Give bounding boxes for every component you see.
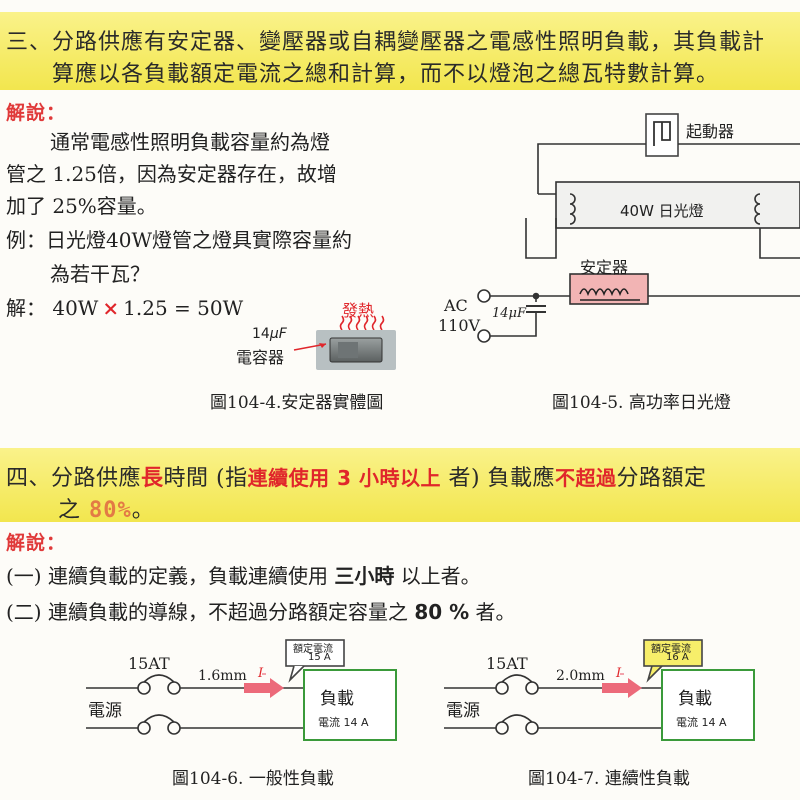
- capacitor-pointer: [293, 343, 327, 351]
- fig6-current-symbol: I: [258, 666, 264, 681]
- fig7-caption: 圖104-7. 連續性負載: [528, 769, 690, 789]
- solution-line: 解： 40W×1.25 = 50W: [6, 292, 243, 321]
- explain-label-3: 解說：: [6, 102, 67, 124]
- section3-banner: [0, 12, 800, 90]
- capacitor-value: 14μF: [252, 326, 287, 342]
- example-line-b: 為若干瓦？: [50, 262, 150, 286]
- solution-a: 40W: [52, 296, 99, 320]
- fig7-load-label: 負載: [678, 689, 712, 709]
- capacitor-label: 電容器: [236, 348, 285, 367]
- section3-line1: 三、分路供應有安定器、變壓器或自耦變壓器之電感性照明負載，其負載計: [6, 30, 766, 55]
- fig6-breaker-label: 15AT: [128, 654, 170, 673]
- fig7-wire-label: 2.0mm: [556, 668, 605, 684]
- fig5-cap-label: 14μF: [492, 306, 527, 321]
- fig6-source-label: 電源: [88, 701, 122, 721]
- explain4-item2: (二) 連續負載的導線，不超過分路額定容量之 80 % 者。: [6, 600, 516, 624]
- explain4-item1: (一) 連續負載的定義，負載連續使用 三小時 以上者。: [6, 564, 481, 588]
- solution-b: 1.25 = 50W: [123, 296, 244, 320]
- explain3-line3: 加了 25%容量。: [6, 194, 157, 218]
- explain-label-4: 解說：: [6, 532, 67, 554]
- fig7-source-label: 電源: [446, 701, 480, 721]
- heat-label: 發熱: [342, 301, 375, 320]
- section4-line2: 之 80%。: [58, 498, 155, 523]
- fig7-rated-b: 16 A: [666, 652, 689, 663]
- ballast-label: 安定器: [580, 258, 629, 277]
- voltage-label: 110V: [438, 316, 481, 335]
- starter-label: 起動器: [686, 122, 735, 141]
- fig7-diagram: [444, 639, 755, 741]
- times-sign: ×: [102, 296, 120, 320]
- fluorescent-circuit-diagram: [477, 113, 800, 343]
- ac-label: AC: [444, 296, 468, 315]
- ballast-photo: [316, 330, 396, 370]
- fig6-load-current: 電流 14 A: [318, 716, 369, 729]
- solution-prefix: 解：: [6, 296, 46, 320]
- fig5-caption: 圖104-5. 高功率日光燈: [552, 393, 731, 413]
- heat-waves-icon: [339, 315, 385, 331]
- fig6-caption: 圖104-6. 一般性負載: [172, 769, 334, 789]
- fig7-breaker-label: 15AT: [486, 654, 528, 673]
- example-line-a: 例：日光燈40W燈管之燈具實際容量約: [6, 228, 353, 252]
- fig6-wire-label: 1.6mm: [198, 668, 247, 684]
- explain3-line2: 管之 1.25倍，因為安定器存在，故增: [6, 162, 337, 186]
- fig6-load-label: 負載: [320, 689, 354, 709]
- fig6-rated-b: 15 A: [308, 652, 331, 663]
- fig7-rated-a: 額定電流: [651, 644, 691, 655]
- explain3-line1: 通常電感性照明負載容量約為燈: [50, 130, 330, 154]
- fig7-current-symbol: I: [616, 666, 622, 681]
- fig6-diagram: [86, 639, 397, 741]
- fig6-rated-a: 額定電流: [293, 644, 333, 655]
- fig7-load-current: 電流 14 A: [676, 716, 727, 729]
- section3-line2: 算應以各負載額定電流之總和計算，而不以燈泡之總瓦特數計算。: [52, 62, 720, 87]
- lamp-label: 40W 日光燈: [620, 202, 704, 220]
- section4-line1: 四、分路供應長時間 (指連續使用 3 小時以上 者) 負載應不超過分路額定: [6, 465, 707, 491]
- section4-banner: [0, 448, 800, 522]
- fig4-caption: 圖104-4.安定器實體圖: [210, 393, 384, 413]
